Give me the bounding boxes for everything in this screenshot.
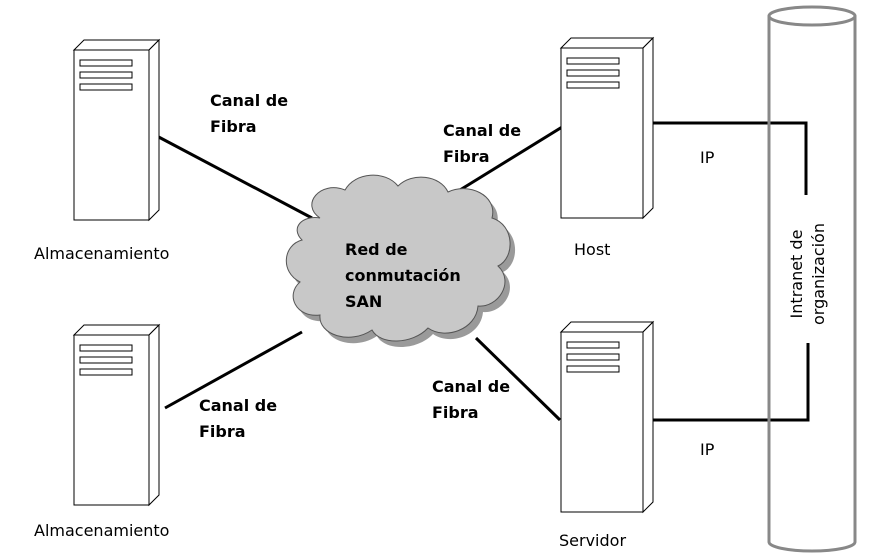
storage-server-top-icon xyxy=(72,38,161,222)
canal-fibra-label-servidor: Canal de Fibra xyxy=(432,374,510,426)
link-server-intranet-ip xyxy=(653,343,810,422)
canal-fibra-line1: Canal de xyxy=(443,121,522,140)
san-network-label: Red de conmutación SAN xyxy=(345,237,461,315)
canal-fibra-label-host: Canal de Fibra xyxy=(443,118,521,170)
canal-fibra-label-top-left: Canal de Fibra xyxy=(210,88,288,140)
intranet-cylinder xyxy=(767,5,857,553)
san-line1: Red de xyxy=(345,240,408,259)
link-storage-top-san xyxy=(152,132,313,220)
host-label: Host xyxy=(574,240,611,259)
intranet-label: Intranet de organización xyxy=(786,204,830,344)
intranet-line2: organización xyxy=(809,223,828,326)
ip-label-servidor: IP xyxy=(700,440,715,459)
cylinder-bottom xyxy=(767,541,857,553)
canal-fibra-label-bottom-left: Canal de Fibra xyxy=(199,393,277,445)
link-host-intranet-ip xyxy=(653,121,808,195)
servidor-label: Servidor xyxy=(559,531,627,550)
canal-fibra-line2: Fibra xyxy=(210,117,257,136)
san-line3: SAN xyxy=(345,292,383,311)
link-server-san xyxy=(474,336,562,422)
cylinder-top xyxy=(767,5,857,27)
san-cloud-body xyxy=(285,174,511,342)
canal-fibra-line2: Fibra xyxy=(199,422,246,441)
servidor-server-icon xyxy=(559,320,655,514)
san-cloud xyxy=(285,174,516,348)
host-server-icon xyxy=(559,36,655,220)
intranet-line1: Intranet de xyxy=(787,229,806,319)
link-storage-bottom-san xyxy=(164,330,303,410)
san-line2: conmutación xyxy=(345,266,461,285)
canal-fibra-line1: Canal de xyxy=(432,377,511,396)
storage-server-bottom-icon xyxy=(72,323,161,507)
link-host-san xyxy=(446,122,568,200)
almacenamiento-label-top: Almacenamiento xyxy=(34,244,170,263)
connections xyxy=(152,121,810,422)
canal-fibra-line2: Fibra xyxy=(443,147,490,166)
canal-fibra-line1: Canal de xyxy=(199,396,278,415)
canal-fibra-line1: Canal de xyxy=(210,91,289,110)
ip-label-host: IP xyxy=(700,148,715,167)
canal-fibra-line2: Fibra xyxy=(432,403,479,422)
almacenamiento-label-bottom: Almacenamiento xyxy=(34,521,170,540)
